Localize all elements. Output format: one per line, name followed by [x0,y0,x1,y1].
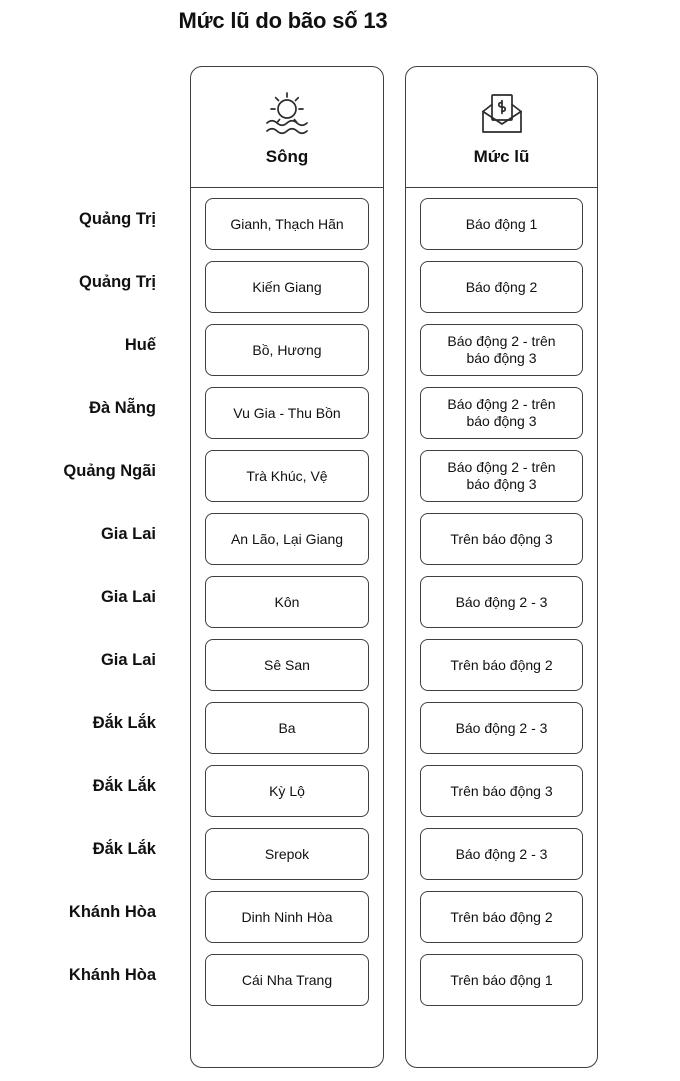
column-song-header: Sông [191,67,383,188]
envelope-document-icon [479,89,525,139]
cell-song[interactable]: Bồ, Hương [205,324,369,376]
page-title: Mức lũ do bão số 13 [178,8,388,33]
row-label: Khánh Hòa [68,966,156,984]
row-label: Đà Nẵng [89,399,156,417]
row-label: Khánh Hòa [68,903,156,921]
column-muc-lu-cells: Báo động 1 Báo động 2 Báo động 2 - trên … [406,188,597,1006]
row-label-column: Quảng Trị Quảng Trị Huế Đà Nẵng Quảng Ng… [0,188,156,1007]
cell-muc-lu[interactable]: Báo động 2 - 3 [420,576,583,628]
cell-muc-lu[interactable]: Trên báo động 3 [420,513,583,565]
column-muc-lu: Mức lũ Báo động 1 Báo động 2 Báo động 2 … [405,66,598,1068]
cell-song[interactable]: Kỳ Lộ [205,765,369,817]
row-label: Quảng Trị [78,273,156,291]
row-label: Đắk Lắk [92,777,156,795]
cell-muc-lu[interactable]: Báo động 2 [420,261,583,313]
cell-muc-lu[interactable]: Trên báo động 2 [420,891,583,943]
cell-muc-lu[interactable]: Báo động 1 [420,198,583,250]
cell-song[interactable]: Kiến Giang [205,261,369,313]
row-label: Huế [124,336,156,354]
cell-muc-lu[interactable]: Trên báo động 1 [420,954,583,1006]
row-label: Gia Lai [100,525,156,543]
column-song: Sông Gianh, Thạch Hãn Kiến Giang Bồ, Hươ… [190,66,384,1068]
row-label: Đắk Lắk [92,840,156,858]
cell-song[interactable]: Sê San [205,639,369,691]
cell-song[interactable]: Gianh, Thạch Hãn [205,198,369,250]
cell-song[interactable]: Vu Gia - Thu Bồn [205,387,369,439]
cell-song[interactable]: Dinh Ninh Hòa [205,891,369,943]
cell-song[interactable]: Ba [205,702,369,754]
column-muc-lu-header: Mức lũ [406,67,597,188]
column-muc-lu-label: Mức lũ [473,147,530,166]
cell-song[interactable]: Trà Khúc, Vệ [205,450,369,502]
cell-muc-lu[interactable]: Trên báo động 3 [420,765,583,817]
cell-muc-lu[interactable]: Báo động 2 - trên báo động 3 [420,387,583,439]
column-song-label: Sông [265,147,309,166]
row-label: Quảng Trị [78,210,156,228]
cell-muc-lu[interactable]: Báo động 2 - 3 [420,702,583,754]
cell-song[interactable]: An Lão, Lại Giang [205,513,369,565]
cell-song[interactable]: Kôn [205,576,369,628]
cell-muc-lu[interactable]: Trên báo động 2 [420,639,583,691]
cell-muc-lu[interactable]: Báo động 2 - trên báo động 3 [420,324,583,376]
cell-song[interactable]: Cái Nha Trang [205,954,369,1006]
sun-over-water-icon [261,89,313,139]
cell-song[interactable]: Srepok [205,828,369,880]
row-label: Gia Lai [100,588,156,606]
row-label: Quảng Ngãi [63,462,156,480]
cell-muc-lu[interactable]: Báo động 2 - trên báo động 3 [420,450,583,502]
row-label: Đắk Lắk [92,714,156,732]
column-song-cells: Gianh, Thạch Hãn Kiến Giang Bồ, Hương Vu… [191,188,383,1006]
row-label: Gia Lai [100,651,156,669]
cell-muc-lu[interactable]: Báo động 2 - 3 [420,828,583,880]
